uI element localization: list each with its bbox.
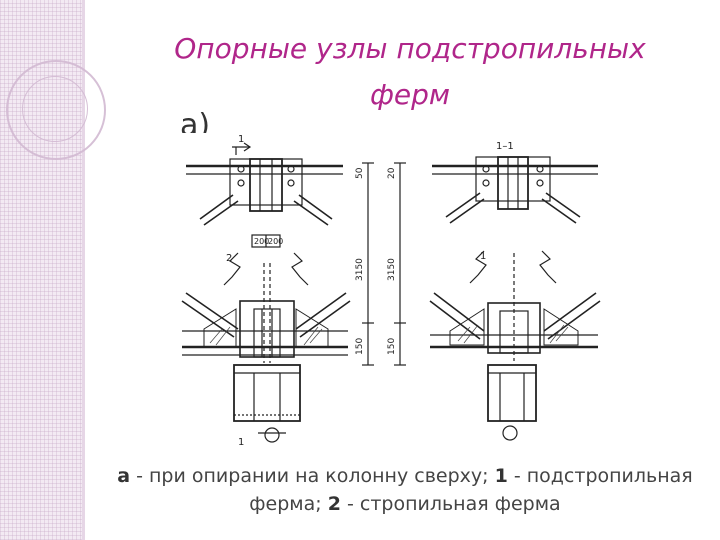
caption-text-1: - подстропильная ферма; — [249, 465, 693, 515]
leader-label-2: 2 — [226, 253, 232, 264]
dim-200-b: 200 — [268, 237, 283, 246]
leader-label-1: 1 — [480, 251, 486, 262]
title-line-2: ферм — [369, 78, 451, 111]
decorative-strip-edge — [82, 0, 85, 540]
caption-key-2: 2 — [327, 493, 341, 515]
decorative-ring — [6, 60, 106, 160]
title-line-1: Опорные узлы подстропильных — [174, 32, 646, 65]
dim-20: 20 — [387, 167, 397, 179]
slide-title: Опорные узлы подстропильных ферм — [110, 26, 710, 118]
caption-key-1: 1 — [494, 465, 508, 487]
dim-150-right: 150 — [387, 338, 397, 355]
section-mark-1-top: 1 — [238, 134, 244, 145]
section-label-1-1: 1–1 — [496, 141, 514, 152]
engineering-drawing: 1 1 1–1 200 200 2 1 3150 3150 150 150 20… — [178, 133, 604, 451]
figure-caption: а - при опирании на колонну сверху; 1 - … — [100, 462, 710, 518]
dim-200-a: 200 — [254, 237, 269, 246]
dim-50: 50 — [355, 167, 365, 179]
dim-3150-left: 3150 — [355, 258, 365, 281]
drawing-svg: 1 1 1–1 200 200 2 1 3150 3150 150 150 20… — [181, 134, 601, 448]
caption-key-a: а — [117, 465, 131, 487]
caption-text-2: - стропильная ферма — [340, 493, 561, 515]
caption-text-a: - при опирании на колонну сверху; — [130, 465, 495, 487]
decorative-ring-inner — [22, 76, 88, 142]
dim-150-left: 150 — [355, 338, 365, 355]
section-mark-1-bottom: 1 — [238, 437, 244, 448]
dim-3150-right: 3150 — [387, 258, 397, 281]
